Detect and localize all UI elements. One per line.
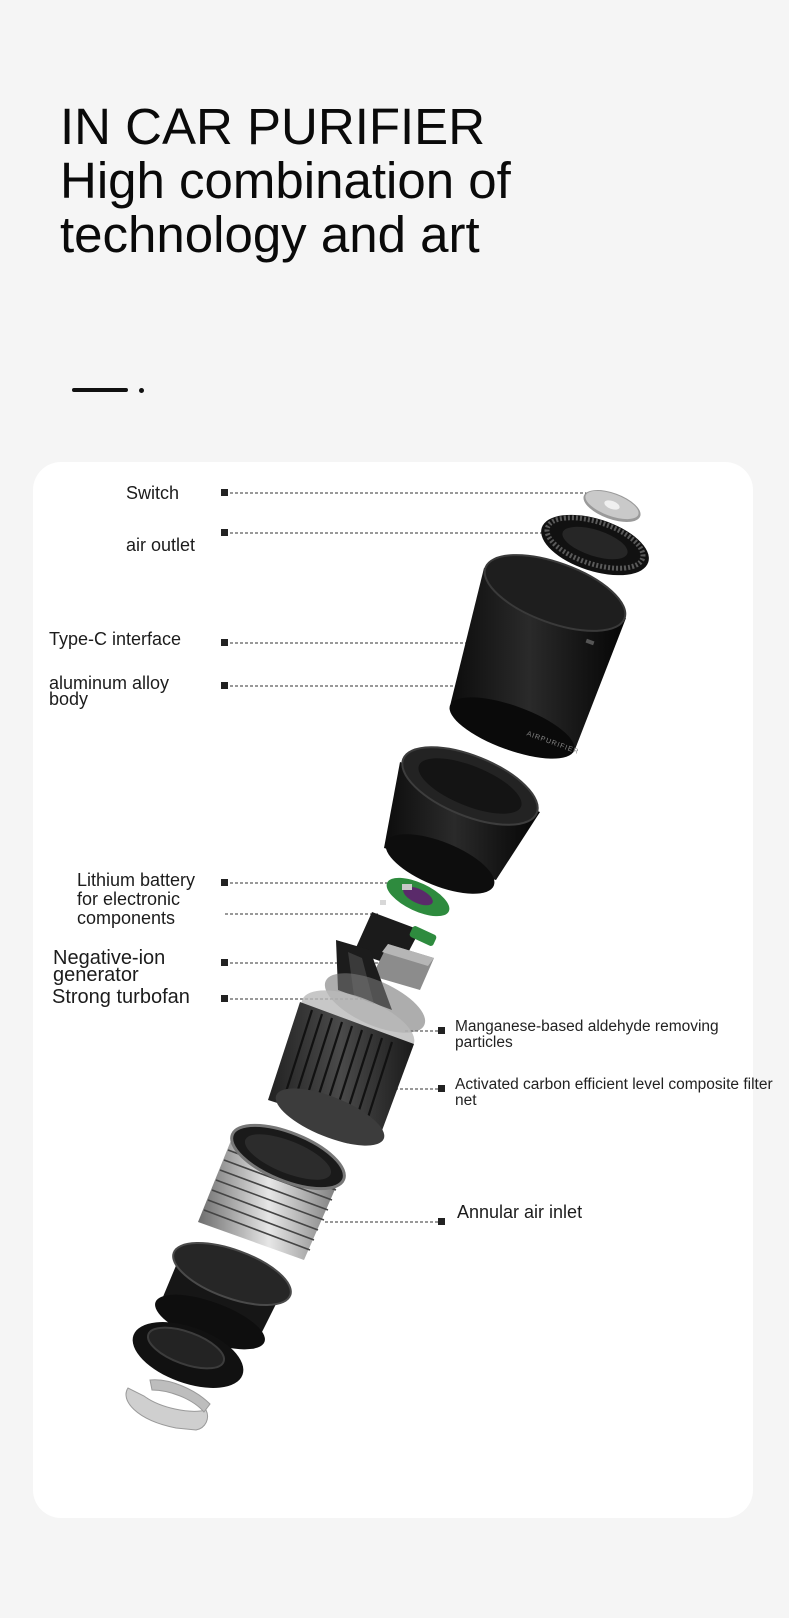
headline-line-3: technology and art [60,206,480,263]
label-lithium-line-1: Lithium battery [77,870,196,890]
aluminum-alloy-body-part: AIRPURIFIER [449,554,627,759]
headline-line-1: IN CAR PURIFIER [60,98,486,155]
switch-disc-part [583,490,641,522]
label-carbon-line-2: net [455,1092,477,1109]
label-aluminum-alloy-body: aluminum alloy body [49,673,170,709]
label-strong-turbofan: Strong turbofan [52,986,190,1008]
label-aluminum-line-1: aluminum alloy [49,673,170,693]
turbofan-part [324,940,426,1033]
label-aluminum-line-2: body [49,689,89,709]
label-annular-air-inlet: Annular air inlet [457,1202,583,1222]
label-type-c-interface: Type-C interface [49,629,182,649]
negative-ion-generator-part [372,944,434,990]
label-lithium-line-2: for electronic [77,889,181,909]
air-outlet-grille-part [541,514,649,576]
label-negative-line-2: generator [53,964,139,986]
label-lithium-line-3: components [77,908,176,928]
label-switch: Switch [126,483,180,503]
label-carbon-line-1: Activated carbon efficient level composi… [455,1076,773,1093]
label-manganese-line-1: Manganese-based aldehyde removing [455,1018,719,1035]
base-cap-part [132,1322,244,1388]
label-negative-ion-generator: Negative-ion generator [53,947,166,986]
bottom-ring-part [155,1242,292,1350]
label-manganese-particles: Manganese-based aldehyde removing partic… [455,1019,719,1051]
carbon-filter-part [268,990,415,1146]
label-activated-carbon-filter: Activated carbon efficient level composi… [455,1077,773,1109]
label-air-outlet: air outlet [126,535,196,555]
decorative-dash [72,388,128,392]
decorative-dot [139,388,144,393]
label-negative-line-1: Negative-ion [53,947,166,969]
annular-air-inlet-part [198,1123,346,1260]
inner-housing-part [384,746,540,894]
lithium-battery-board-part [380,877,450,917]
label-lithium-battery: Lithium battery for electronic component… [77,871,195,928]
label-manganese-line-2: particles [455,1034,513,1051]
leader-line-markers [221,489,445,1225]
page-headline: IN CAR PURIFIER High combination of tech… [60,100,511,262]
headline-line-2: High combination of [60,152,511,209]
clip-ring-part [125,1379,211,1431]
